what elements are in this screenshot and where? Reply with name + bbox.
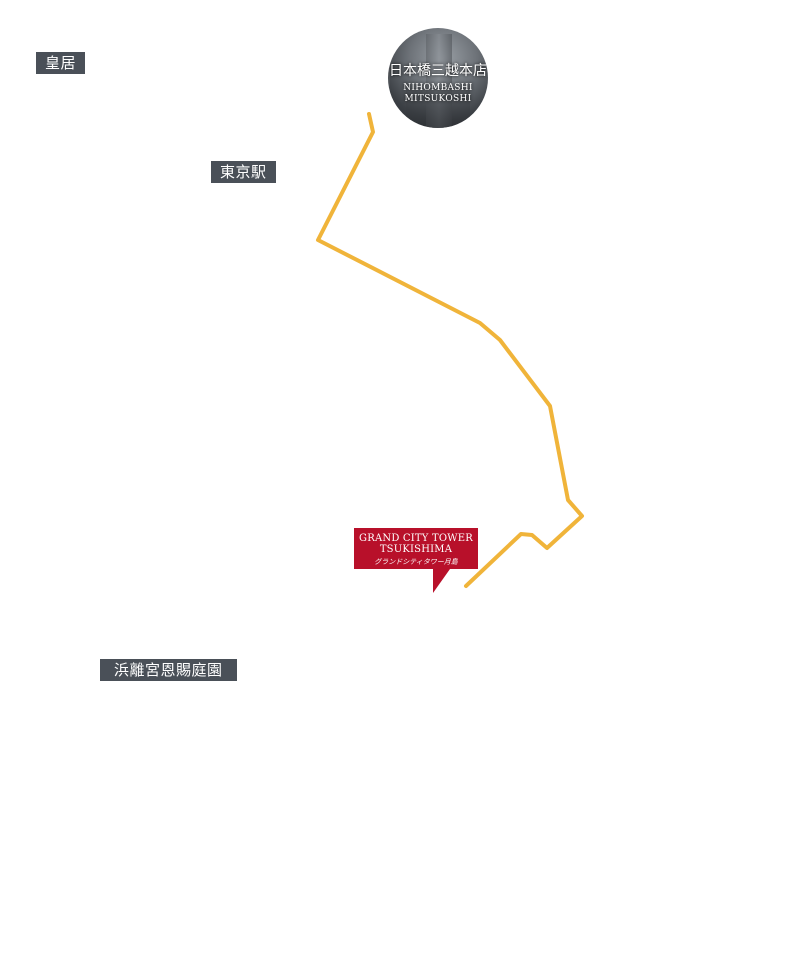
imperial-palace-label: 皇居 — [36, 52, 86, 74]
destination-name-en-line1: NIHOMBASHI — [403, 83, 473, 93]
destination-name-en-line2: MITSUKOSHI — [404, 94, 472, 104]
property-callout[interactable]: GRAND CITY TOWER TSUKISHIMA グランドシティタワー月島 — [354, 528, 478, 569]
hamarikyu-garden-label: 浜離宮恩賜庭園 — [100, 659, 237, 681]
building-photo-base — [406, 88, 470, 128]
nihombashi-mitsukoshi-marker[interactable]: 日本橋三越本店 NIHOMBASHI MITSUKOSHI — [388, 28, 488, 128]
property-name-jp: グランドシティタワー月島 — [374, 558, 458, 566]
route-line — [316, 112, 584, 588]
destination-name-jp: 日本橋三越本店 — [389, 63, 487, 79]
property-callout-pointer — [433, 569, 450, 593]
destination-name-en: NIHOMBASHI MITSUKOSHI — [388, 83, 488, 105]
property-name-en-line2: TSUKISHIMA — [379, 544, 453, 555]
property-name-en-line1: GRAND CITY TOWER — [359, 533, 473, 544]
property-name-en: GRAND CITY TOWER TSUKISHIMA — [354, 528, 478, 555]
tokyo-station-label: 東京駅 — [211, 161, 276, 183]
